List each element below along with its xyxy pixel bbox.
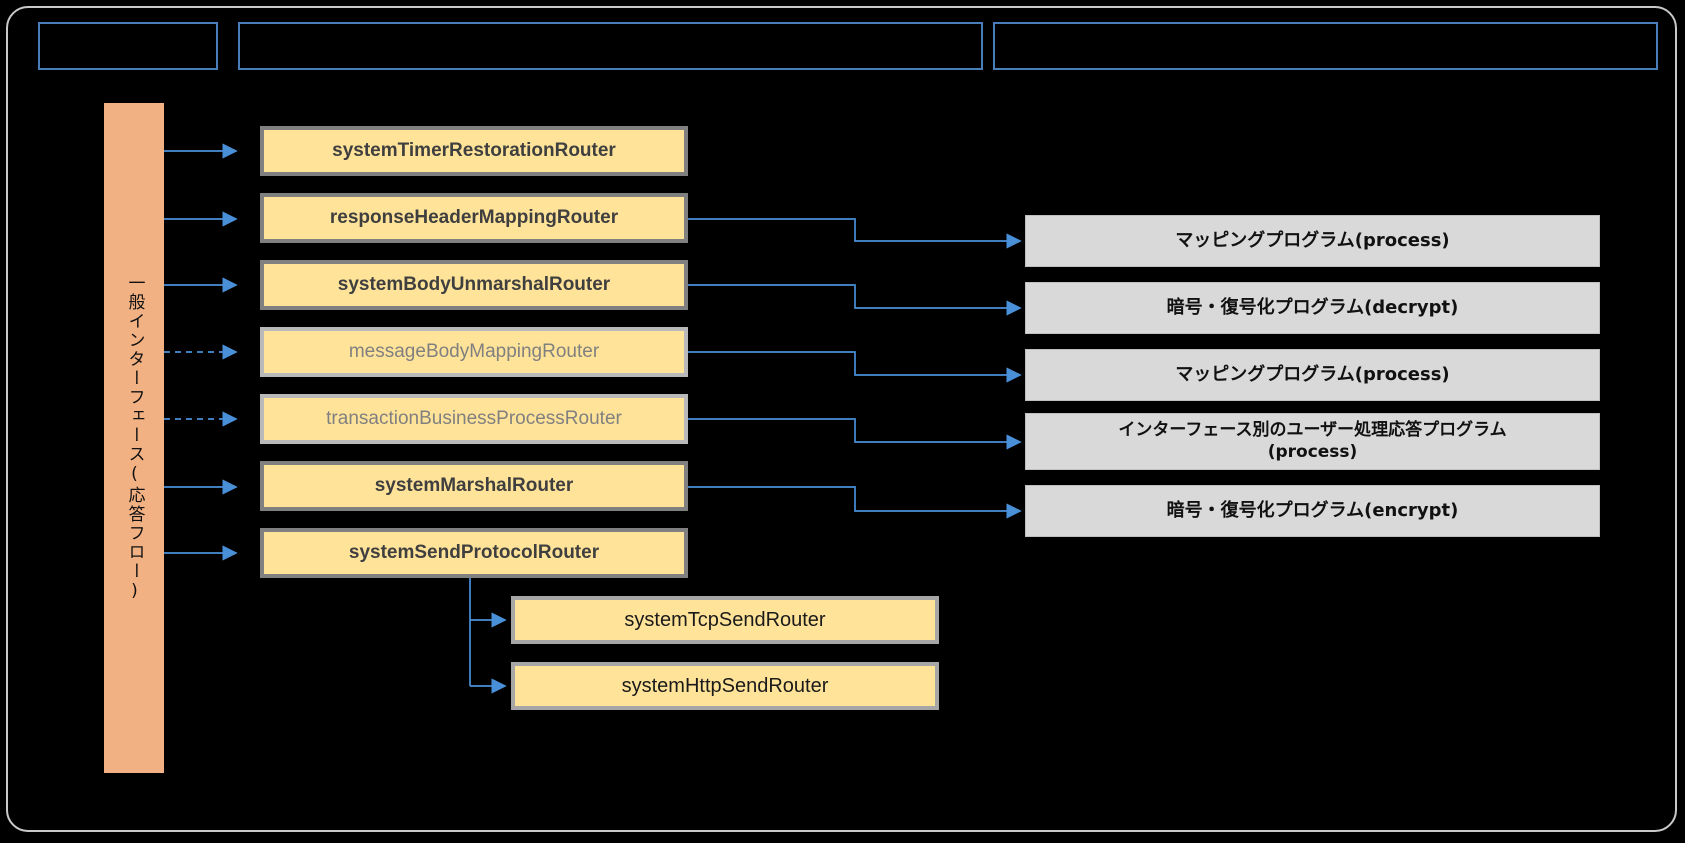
interface-lane: 一般インターフェース(応答フロー): [104, 103, 164, 773]
router-box-system-timer-restoration[interactable]: systemTimerRestorationRouter: [260, 126, 688, 176]
program-box-mapping-process-1: マッピングプログラム(process): [1025, 215, 1600, 267]
router-box-system-tcp-send[interactable]: systemTcpSendRouter: [511, 596, 939, 644]
interface-lane-label: 一般インターフェース(応答フロー): [124, 273, 145, 603]
header-box-left: [38, 22, 218, 70]
router-box-system-marshal[interactable]: systemMarshalRouter: [260, 461, 688, 511]
header-box-right: [993, 22, 1658, 70]
router-box-system-send-protocol[interactable]: systemSendProtocolRouter: [260, 528, 688, 578]
outer-frame: [6, 6, 1677, 832]
program-box-crypto-decrypt: 暗号・復号化プログラム(decrypt): [1025, 282, 1600, 334]
program-box-interface-user-response: インターフェース別のユーザー処理応答プログラム (process): [1025, 413, 1600, 470]
router-box-transaction-business-process[interactable]: transactionBusinessProcessRouter: [260, 394, 688, 444]
router-box-message-body-mapping[interactable]: messageBodyMappingRouter: [260, 327, 688, 377]
router-box-system-http-send[interactable]: systemHttpSendRouter: [511, 662, 939, 710]
router-box-system-body-unmarshal[interactable]: systemBodyUnmarshalRouter: [260, 260, 688, 310]
program-box-crypto-encrypt: 暗号・復号化プログラム(encrypt): [1025, 485, 1600, 537]
header-box-center: [238, 22, 983, 70]
program-box-mapping-process-2: マッピングプログラム(process): [1025, 349, 1600, 401]
router-box-response-header-mapping[interactable]: responseHeaderMappingRouter: [260, 193, 688, 243]
